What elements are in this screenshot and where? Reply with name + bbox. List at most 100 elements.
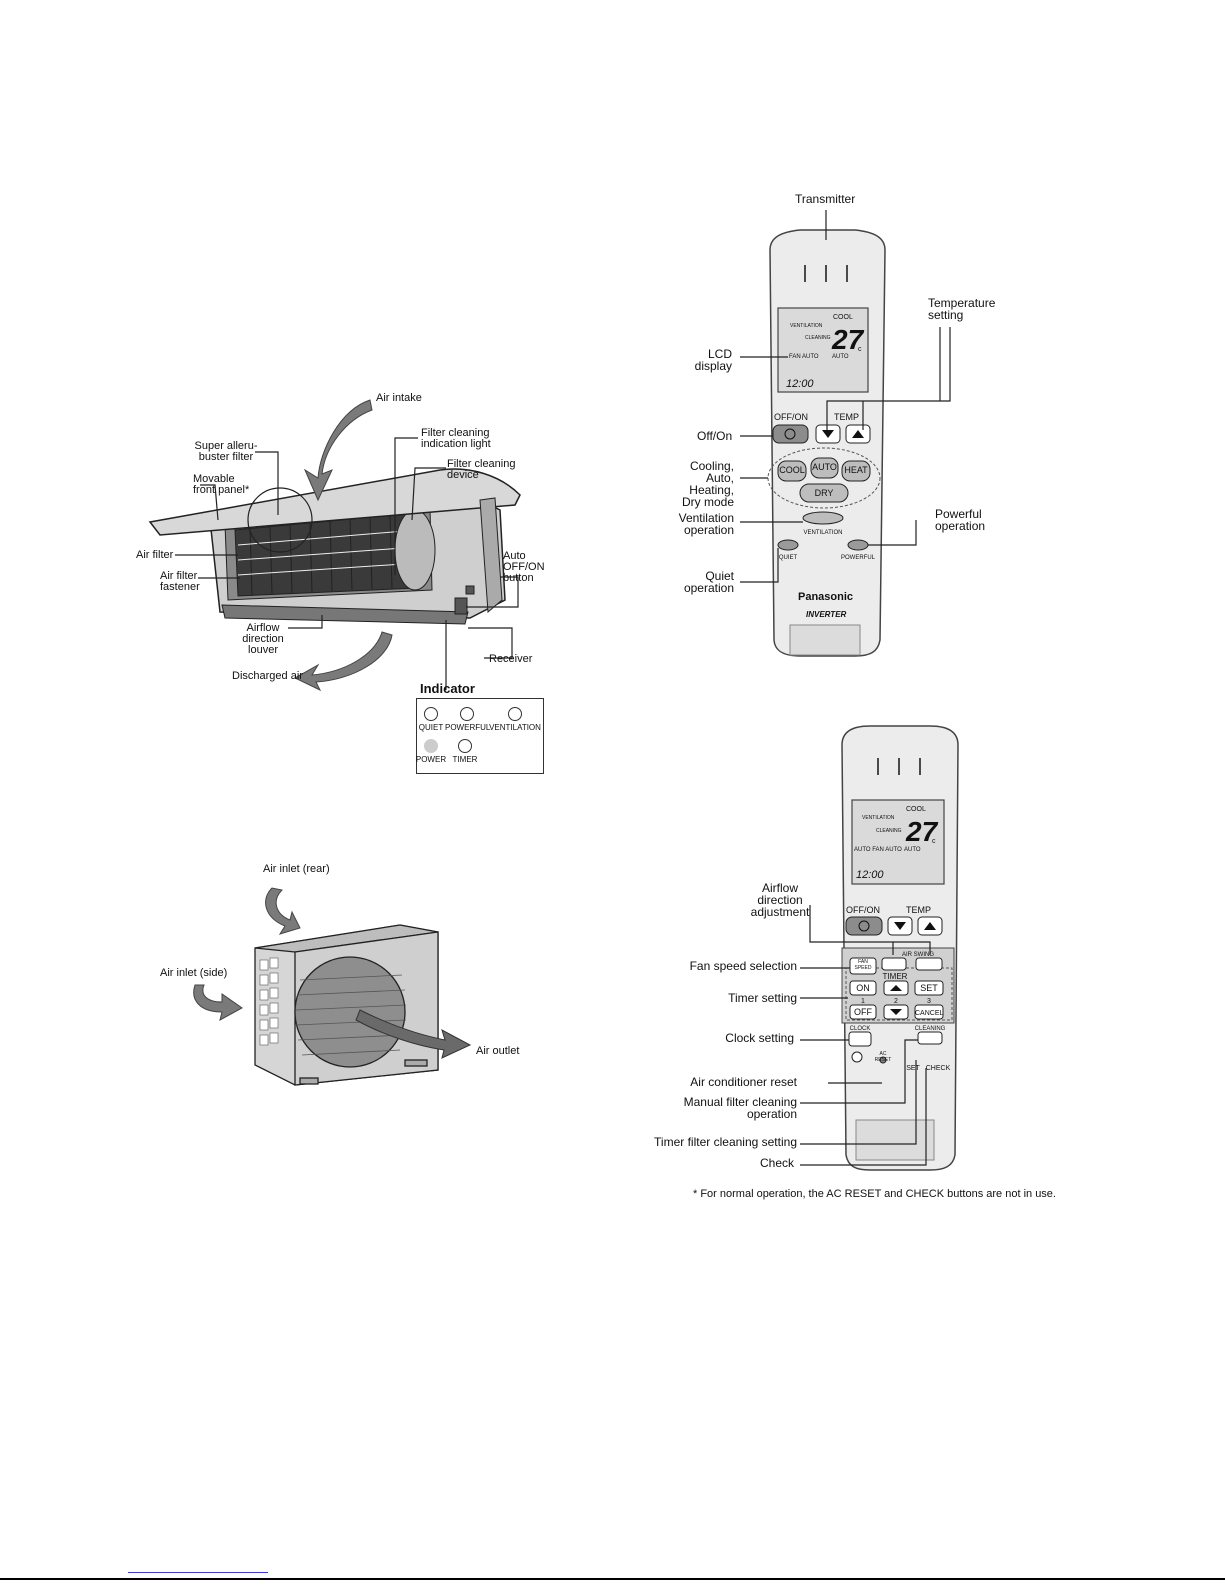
air-intake-label: Air intake <box>376 392 422 404</box>
remote-inner-temp-down-button[interactable] <box>888 917 912 935</box>
powerful-icon <box>460 707 474 721</box>
lcd-inner-temperature: 27 <box>906 816 938 847</box>
remote-quiet-text: QUIET <box>778 555 798 561</box>
filter-cleaning-device-label: Filter cleaning device <box>447 458 516 481</box>
remote-ventilation-button[interactable] <box>803 512 843 524</box>
remote-inner-temp-up-button[interactable] <box>918 917 942 935</box>
indicator-quiet: QUIET <box>409 707 453 732</box>
timer-filter-set-button[interactable]: SET <box>906 1065 920 1072</box>
clock-text: CLOCK <box>849 1026 871 1032</box>
remote-front-temp-down-button[interactable] <box>816 425 840 443</box>
airflow-louver-label: Airflow direction louver <box>242 622 284 656</box>
lcd-inner-unit: c <box>932 838 936 845</box>
footer-link-underline <box>128 1572 268 1573</box>
fan-speed-button[interactable]: FAN SPEED <box>854 959 872 971</box>
indicator-ventilation: VENTILATION <box>489 707 541 732</box>
indicator-timer: TIMER <box>443 739 487 764</box>
remote-inner-temp-text: TEMP <box>906 905 932 915</box>
air-inlet-rear-label: Air inlet (rear) <box>263 863 330 875</box>
air-swing-horizontal-button[interactable] <box>916 958 942 970</box>
remote-inner-offon-button[interactable] <box>846 917 882 935</box>
lcd-front-ventilation: VENTILATION <box>790 323 823 329</box>
lcd-front-unit: c <box>858 346 862 353</box>
quiet-operation-label: Quiet operation <box>683 569 734 595</box>
remote-auto-button[interactable]: AUTO <box>812 462 837 472</box>
remote-cool-button[interactable]: COOL <box>779 465 805 475</box>
lcd-front-clock: 12:00 <box>786 378 814 390</box>
fan-speed-label: Fan speed selection <box>689 959 797 973</box>
auto-off-on-label: Auto OFF/ON button <box>503 550 545 584</box>
remote-front-temp-up-button[interactable] <box>846 425 870 443</box>
remote-front-offon-text: OFF/ON <box>774 412 808 422</box>
lcd-inner-fan: AUTO FAN AUTO <box>854 847 902 853</box>
ac-reset-label: Air conditioner reset <box>690 1075 797 1089</box>
remote-heat-button[interactable]: HEAT <box>844 465 868 475</box>
off-on-label: Off/On <box>697 429 733 443</box>
movable-panel-label: Movable front panel* <box>193 473 250 496</box>
panasonic-logo: Panasonic <box>798 591 854 603</box>
footer-rule <box>0 1578 1225 1580</box>
lcd-inner-cleaning: CLEANING <box>876 828 902 834</box>
remote-inner-illustration <box>841 725 959 1171</box>
remote-powerful-button[interactable] <box>848 540 868 550</box>
transmitter-label: Transmitter <box>795 192 856 206</box>
timer-num-3: 3 <box>927 998 931 1005</box>
timer-down-button[interactable] <box>884 1005 908 1019</box>
lcd-inner-clock: 12:00 <box>856 869 884 881</box>
receiver-label: Receiver <box>489 653 533 665</box>
clock-setting-label: Clock setting <box>725 1031 794 1045</box>
indicator-powerful: POWERFUL <box>445 707 490 732</box>
remote-quiet-button[interactable] <box>778 540 798 550</box>
remote-powerful-text: POWERFUL <box>840 555 875 561</box>
ventilation-operation-label: Ventilation operation <box>678 511 734 537</box>
lcd-inner-ventilation: VENTILATION <box>862 815 895 821</box>
lcd-display-label: LCD display <box>694 347 732 373</box>
footnote: * For normal operation, the AC RESET and… <box>693 1188 1056 1200</box>
timer-up-button[interactable] <box>884 981 908 995</box>
timer-on-button[interactable]: ON <box>856 983 870 993</box>
lcd-inner-swing: AUTO <box>904 847 921 853</box>
timer-set-button[interactable]: SET <box>920 983 938 993</box>
ac-reset-button[interactable]: AC RESET <box>874 1051 892 1063</box>
remote-front-leaders <box>740 210 951 583</box>
remote-inner-offon-text: OFF/ON <box>846 905 880 915</box>
inverter-logo: INVERTER <box>806 610 847 619</box>
remote-ventilation-text: VENTILATION <box>803 530 843 536</box>
temperature-setting-label: Temperature setting <box>928 296 996 322</box>
ventilation-icon <box>508 707 522 721</box>
check-button[interactable]: CHECK <box>925 1065 951 1072</box>
indicator-title: Indicator <box>420 681 475 696</box>
timer-text: TIMER <box>882 972 908 981</box>
air-inlet-side-label: Air inlet (side) <box>160 967 228 979</box>
filter-indication-light-label: Filter cleaning indication light <box>421 427 491 450</box>
lcd-front-mode: COOL <box>833 314 853 321</box>
lcd-front-temperature: 27 <box>832 324 864 355</box>
timer-num-1: 1 <box>861 998 865 1005</box>
indicator-power: POWER <box>409 739 453 764</box>
outdoor-unit-illustration <box>254 924 439 1086</box>
discharged-air-label: Discharged air <box>232 670 303 682</box>
air-outlet-arrow <box>355 1009 472 1059</box>
quiet-icon <box>424 707 438 721</box>
timer-cancel-button[interactable]: CANCEL <box>915 1010 944 1017</box>
remote-dry-button[interactable]: DRY <box>814 488 834 498</box>
indicator-panel: QUIET POWERFUL VENTILATION POWER TIMER <box>416 698 544 774</box>
timer-filter-label: Timer filter cleaning setting <box>654 1135 797 1149</box>
remote-inner-leaders <box>800 905 931 1166</box>
remote-front-offon-button[interactable] <box>773 425 808 443</box>
cleaning-text: CLEANING <box>914 1026 946 1032</box>
powerful-operation-label: Powerful operation <box>935 507 986 533</box>
mode-label: Cooling, Auto, Heating, Dry mode <box>681 459 734 509</box>
timer-num-2: 2 <box>894 998 898 1005</box>
lcd-inner-mode: COOL <box>906 806 926 813</box>
indoor-unit-illustration <box>148 468 521 625</box>
air-inlet-rear-arrow <box>265 887 301 935</box>
remote-front-temp-text: TEMP <box>834 412 860 422</box>
remote-front-illustration <box>767 229 886 657</box>
timer-off-button[interactable]: OFF <box>854 1007 872 1017</box>
air-outlet-label: Air outlet <box>476 1045 520 1057</box>
air-swing-vertical-button[interactable] <box>882 958 906 970</box>
clock-button[interactable] <box>849 1032 871 1046</box>
air-inlet-side-arrow <box>193 984 243 1021</box>
cleaning-button[interactable] <box>918 1032 942 1044</box>
